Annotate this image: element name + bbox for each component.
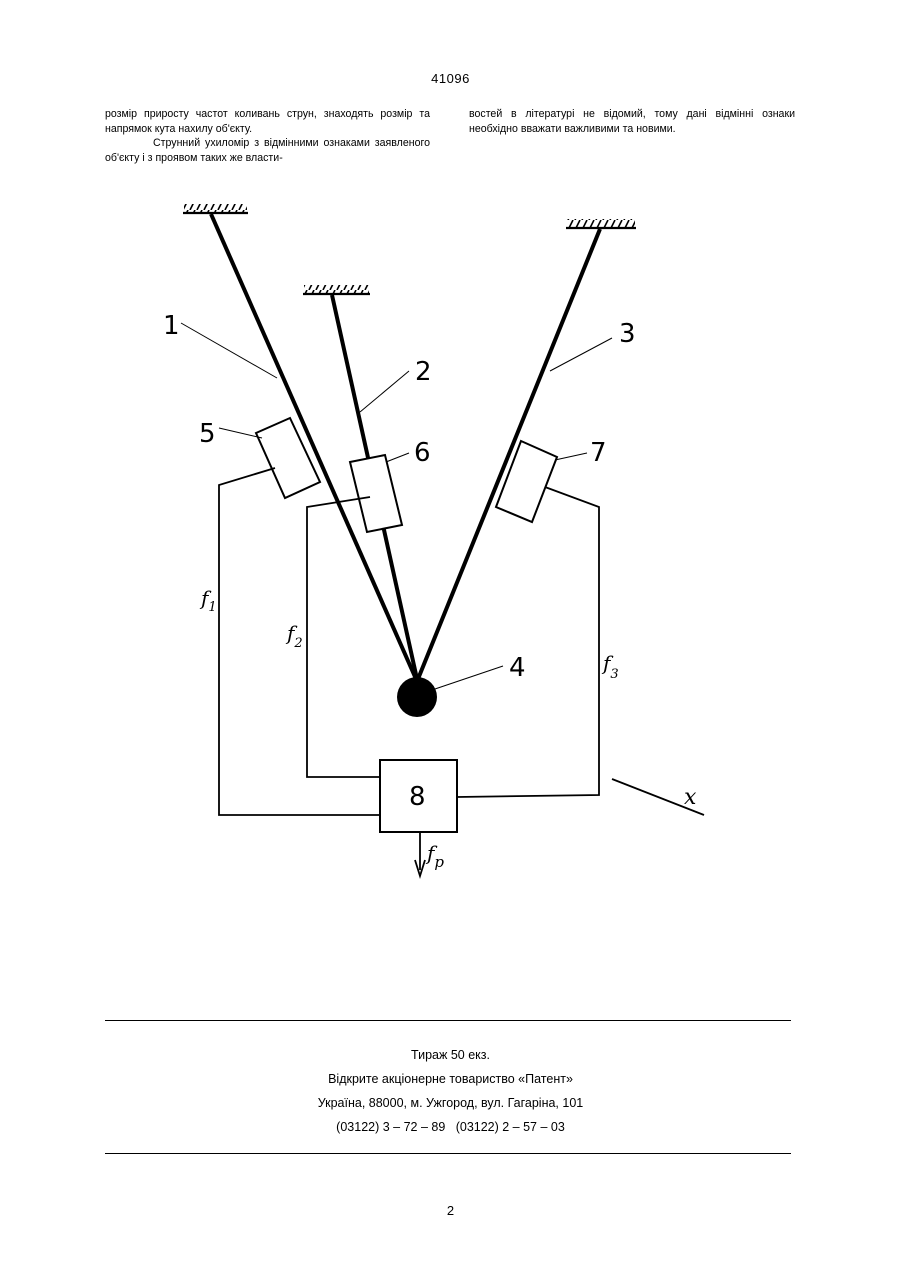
footer-bottom-rule [105,1153,791,1154]
ceiling-mount-2 [303,285,370,294]
sensor-5 [256,418,320,498]
page-number-bottom: 2 [0,1203,901,1218]
leader-2 [360,371,409,412]
print-run: Тираж 50 екз. [0,1043,901,1067]
publisher: Відкрите акціонерне товариство «Патент» [0,1067,901,1091]
sensor-6 [350,455,402,532]
label-x: x [684,785,697,810]
wire-f2 [307,497,380,777]
address: Україна, 88000, м. Ужгород, вул. Гагарін… [0,1091,901,1115]
label-2: 2 [415,357,432,387]
label-fp: fp [425,841,444,871]
label-7: 7 [590,438,607,468]
sensor-7 [496,441,557,522]
label-4: 4 [509,653,526,683]
label-6: 6 [414,438,431,468]
output-arrow [415,832,425,876]
label-1: 1 [163,311,180,341]
ceiling-mount-3 [566,219,636,228]
phones: (03122) 3 – 72 – 89 (03122) 2 – 57 – 03 [0,1115,901,1139]
label-f3: f3 [601,651,619,682]
ceiling-mount-1 [183,204,248,213]
string-1 [211,214,416,679]
label-8: 8 [409,782,426,812]
footer-top-rule [105,1020,791,1021]
imprint-footer: Тираж 50 екз. Відкрите акціонерне товари… [0,1043,901,1139]
weight-ball [397,677,437,717]
leader-7 [555,453,587,460]
leader-4 [432,666,503,690]
label-f2: f2 [285,621,303,651]
label-f1: f1 [199,586,217,615]
label-5: 5 [199,419,216,449]
leader-3 [550,338,612,371]
string-3 [418,229,600,679]
label-3: 3 [619,319,636,349]
leader-6 [386,453,409,462]
